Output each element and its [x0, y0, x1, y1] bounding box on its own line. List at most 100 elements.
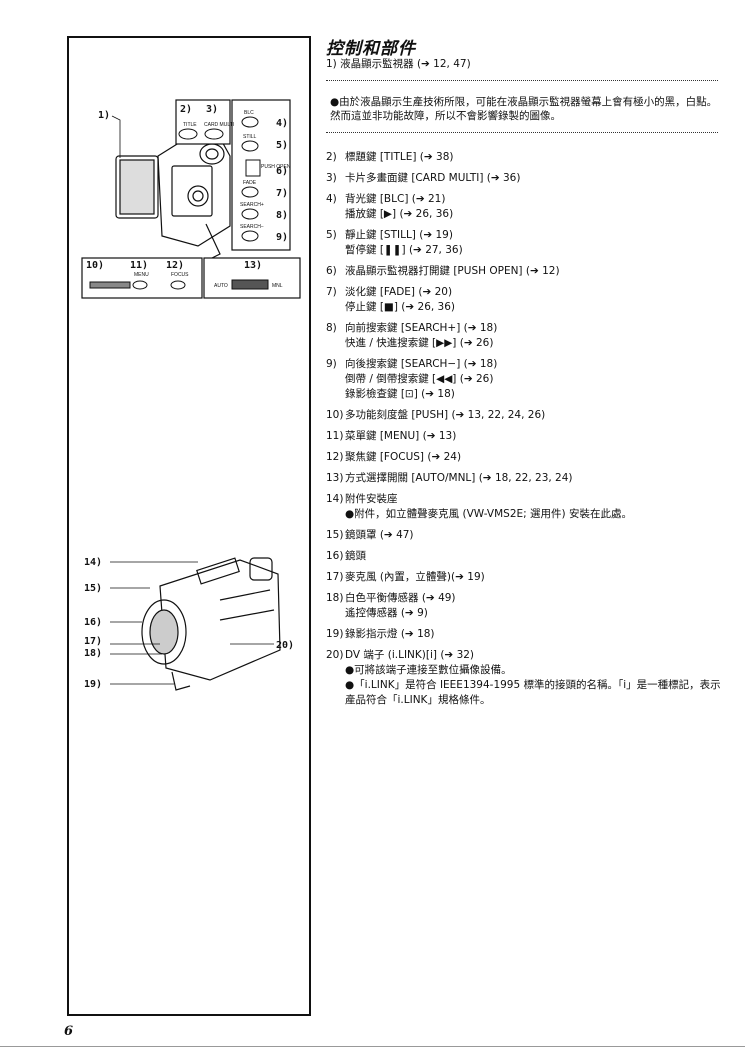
item-line: 錄影指示燈 (➔ 18) [345, 628, 435, 640]
item-number: 6) [326, 265, 337, 277]
item-body: 麥克風 (內置，立體聲)(➔ 19) [345, 570, 726, 585]
item-number: 4) [326, 193, 337, 205]
item-number: 7) [326, 286, 337, 298]
callout-1: 1) [98, 110, 110, 121]
push-open-button-icon[interactable] [245, 159, 261, 177]
callout-7: 7) [276, 188, 288, 199]
list-item: 20)DV 端子 (i.LINK)[i] (➔ 32) ●可將該端子連接至數位攝像… [326, 648, 726, 708]
label-card-multi: CARD MULTI [204, 122, 234, 128]
multi-function-dial-icon[interactable] [89, 281, 131, 289]
bottom-rule [0, 1046, 745, 1047]
item-line: 液晶顯示監視器打開鍵 [PUSH OPEN] (➔ 12) [345, 265, 560, 277]
list-item: 5) 靜止鍵 [STILL] (➔ 19) 暫停鍵 [❚❚] (➔ 27, 36) [326, 228, 726, 258]
label-title: TITLE [183, 122, 197, 128]
list-item: 14)附件安裝座●附件，如立體聲麥克風 (VW-VMS2E; 選用件) 安裝在此… [326, 492, 726, 522]
item-line: 快進 / 快進搜索鍵 [▶▶] (➔ 26) [345, 337, 494, 349]
still-pause-button-icon[interactable] [241, 140, 259, 152]
item-body: 卡片多畫面鍵 [CARD MULTI] (➔ 36) [345, 171, 726, 186]
auto-mnl-switch-icon[interactable] [231, 279, 269, 290]
item-line: 淡化鍵 [FADE] (➔ 20) [345, 286, 453, 298]
list-item: 8) 向前搜索鍵 [SEARCH+] (➔ 18)快進 / 快進搜索鍵 [▶▶] … [326, 321, 726, 351]
item-note: ●「i.LINK」是符合 IEEE1394-1995 標準的接頭的名稱。「i」是… [345, 679, 721, 706]
item-line: 鏡頭罩 (➔ 47) [345, 529, 414, 541]
page-number: 6 [64, 1024, 74, 1039]
item-body: 標題鍵 [TITLE] (➔ 38) [345, 150, 726, 165]
item-number: 10) [326, 409, 344, 421]
list-item: 10)多功能刻度盤 [PUSH] (➔ 13, 22, 24, 26) [326, 408, 726, 423]
item-number: 20) [326, 649, 344, 661]
dotted-divider-bottom [326, 132, 718, 133]
item-line: 暫停鍵 [❚❚] (➔ 27, 36) [345, 244, 463, 256]
menu-button-icon[interactable] [132, 280, 148, 290]
list-item: 12)聚焦鍵 [FOCUS] (➔ 24) [326, 450, 726, 465]
callout-18: 18) [84, 648, 102, 659]
item-number: 9) [326, 358, 337, 370]
fade-stop-button-icon[interactable] [241, 186, 259, 198]
item-number: 5) [326, 229, 337, 241]
item-body: 方式選擇開關 [AUTO/MNL] (➔ 18, 22, 23, 24) [345, 471, 726, 486]
label-push-open: PUSH OPEN [261, 164, 291, 170]
search-minus-button-icon[interactable] [241, 230, 259, 242]
item-body: 菜單鍵 [MENU] (➔ 13) [345, 429, 726, 444]
item-body: 鏡頭 [345, 549, 726, 564]
search-plus-button-icon[interactable] [241, 208, 259, 220]
label-blc: BLC [244, 110, 254, 116]
item-line: 多功能刻度盤 [PUSH] (➔ 13, 22, 24, 26) [345, 409, 546, 421]
list-item: 4)背光鍵 [BLC] (➔ 21)播放鍵 [▶] (➔ 26, 36) [326, 192, 726, 222]
item-line: 播放鍵 [▶] (➔ 26, 36) [345, 208, 454, 220]
callout-19: 19) [84, 679, 102, 690]
item-line: 錄影檢查鍵 [⊡] (➔ 18) [345, 388, 455, 400]
label-still: STILL [243, 134, 257, 140]
callout-6: 6) [276, 166, 288, 177]
item-body: 鏡頭罩 (➔ 47) [345, 528, 726, 543]
callout-11: 11) [130, 260, 148, 271]
item-number: 15) [326, 529, 344, 541]
item-body: 向前搜索鍵 [SEARCH+] (➔ 18)快進 / 快進搜索鍵 [▶▶] (➔… [345, 321, 726, 351]
title-button-icon[interactable] [178, 128, 198, 140]
camcorder-top-illustration: TITLE CARD MULTI BLC STILL PUSH OPEN FAD… [81, 99, 301, 299]
item-number: 11) [326, 430, 344, 442]
card-multi-button-icon[interactable] [204, 128, 224, 140]
item-number: 2) [326, 151, 337, 163]
list-item: 9) 向後搜索鍵 [SEARCH−] (➔ 18)倒帶 / 倒帶搜索鍵 [◀◀] … [326, 357, 726, 402]
list-item: 19)錄影指示燈 (➔ 18) [326, 627, 726, 642]
list-item: 13)方式選擇開關 [AUTO/MNL] (➔ 18, 22, 23, 24) [326, 471, 726, 486]
item-body: 向後搜索鍵 [SEARCH−] (➔ 18)倒帶 / 倒帶搜索鍵 [◀◀] (➔… [345, 357, 726, 402]
item-body: 附件安裝座 ●附件，如立體聲麥克風 (VW-VMS2E; 選用件) 安裝在此處。 [345, 492, 726, 522]
item-body: 靜止鍵 [STILL] (➔ 19) 暫停鍵 [❚❚] (➔ 27, 36) [345, 228, 726, 258]
item-number: 8) [326, 322, 337, 334]
list-item: 15)鏡頭罩 (➔ 47) [326, 528, 726, 543]
callout-17: 17) [84, 636, 102, 647]
label-menu: MENU [134, 272, 149, 278]
item-body: 錄影指示燈 (➔ 18) [345, 627, 726, 642]
item-line: 靜止鍵 [STILL] (➔ 19) [345, 229, 453, 241]
item-line: 卡片多畫面鍵 [CARD MULTI] (➔ 36) [345, 172, 521, 184]
item-number: 3) [326, 172, 337, 184]
item-line: 遙控傳感器 (➔ 9) [345, 607, 428, 619]
callout-5: 5) [276, 140, 288, 151]
focus-button-icon[interactable] [170, 280, 186, 290]
list-item: 16)鏡頭 [326, 549, 726, 564]
item-line: 倒帶 / 倒帶搜索鍵 [◀◀] (➔ 26) [345, 373, 494, 385]
item-line: 標題鍵 [TITLE] (➔ 38) [345, 151, 454, 163]
list-item: 11)菜單鍵 [MENU] (➔ 13) [326, 429, 726, 444]
item-note: ●附件，如立體聲麥克風 (VW-VMS2E; 選用件) 安裝在此處。 [345, 508, 632, 520]
dotted-divider-top [326, 80, 718, 81]
callout-20: 20) [276, 640, 294, 651]
parts-list: 2) 標題鍵 [TITLE] (➔ 38) 3) 卡片多畫面鍵 [CARD MULTI… [326, 150, 726, 714]
camcorder-rear-drawing [115, 135, 231, 259]
page-title: 控制和部件 [326, 39, 416, 59]
label-fade: FADE [243, 180, 257, 186]
lcd-note: ●由於液晶顯示生產技術所限，可能在液晶顯示監視器螢幕上會有極小的黑，白點。然而這… [330, 96, 718, 122]
item-line: DV 端子 (i.LINK)[i] (➔ 32) [345, 649, 475, 661]
item-line: 附件安裝座 [345, 493, 398, 505]
label-search-plus: SEARCH+ [240, 202, 264, 208]
item-line: 白色平衡傳感器 (➔ 49) [345, 592, 456, 604]
item-number: 17) [326, 571, 344, 583]
blc-play-button-icon[interactable] [241, 116, 259, 128]
list-item: 17)麥克風 (內置，立體聲)(➔ 19) [326, 570, 726, 585]
item-line: 鏡頭 [345, 550, 366, 562]
item-note: ●可將該端子連接至數位攝像設備。 [345, 664, 512, 676]
label-focus: FOCUS [171, 272, 189, 278]
list-item: 7)淡化鍵 [FADE] (➔ 20)停止鍵 [■] (➔ 26, 36) [326, 285, 726, 315]
